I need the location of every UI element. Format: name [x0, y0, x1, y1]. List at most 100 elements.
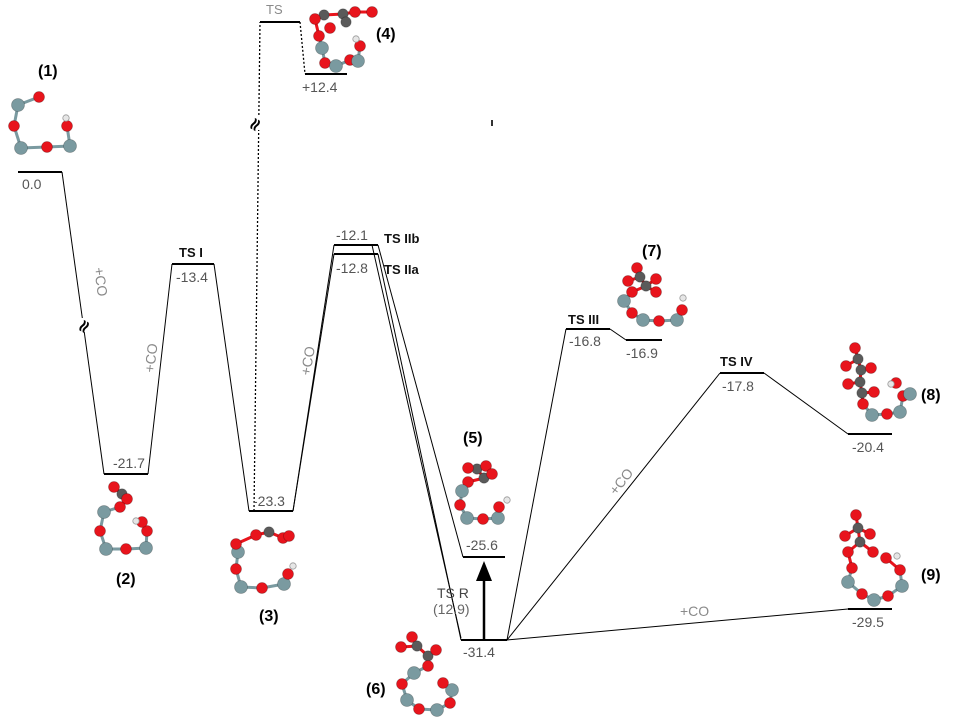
molecule-6-atom-o	[413, 703, 425, 715]
molecule-6-atom-o	[437, 677, 449, 689]
molecule-8-atom-o	[868, 386, 880, 398]
value-ts-iib: -12.1	[336, 227, 368, 243]
molecule-5-atom-si	[460, 511, 474, 525]
molecule-9-atom-o	[856, 588, 868, 600]
molecule-9-atom-c	[854, 536, 866, 548]
molecule-4-atom-c	[340, 16, 352, 28]
molecule-3-atom-c	[263, 526, 275, 538]
path-6-tsiii	[506, 328, 567, 641]
molecule-1-atom-si	[14, 141, 28, 155]
break-mark-bg-2	[246, 116, 264, 130]
molecule-1	[8, 91, 77, 155]
value-ts-iii: -16.8	[569, 333, 601, 349]
value-1: 0.0	[22, 176, 42, 192]
path-tsiib-5	[377, 244, 464, 558]
molecule-5-atom-si	[455, 484, 469, 498]
value-8: -20.4	[852, 439, 884, 455]
molecule-9-atom-o	[882, 590, 894, 602]
value-3: -23.3	[253, 493, 285, 509]
molecule-4-atom-si	[351, 54, 365, 68]
molecule-3-atom-o	[230, 563, 242, 575]
molecule-3	[230, 526, 297, 594]
value-ts-iv: -17.8	[722, 378, 754, 394]
molecule-5-atom-o	[486, 468, 498, 480]
value-2: -21.7	[113, 455, 145, 471]
molecule-4-atom-o	[354, 40, 366, 52]
molecule-4-atom-o	[366, 6, 378, 18]
molecule-6-atom-o	[396, 678, 408, 690]
molecule-8-atom-si	[903, 387, 917, 401]
co-label-2: +CO	[141, 342, 160, 373]
molecule-1-atom-o	[33, 91, 45, 103]
molecule-6-atom-o	[430, 644, 442, 656]
molecule-5	[454, 460, 511, 525]
molecule-7-atom-o	[676, 304, 688, 316]
molecule-4	[309, 6, 378, 73]
species-label-7: (7)	[642, 243, 662, 260]
molecule-4-atom-o	[313, 30, 325, 42]
molecule-8	[840, 342, 917, 422]
molecule-7-atom-o	[622, 275, 634, 287]
molecule-4-atom-si	[329, 59, 343, 73]
molecule-2-atom-o	[114, 501, 126, 513]
molecule-2-atom-si	[97, 505, 111, 519]
molecule-6-atom-o	[406, 631, 418, 643]
molecule-1-atom-si	[63, 139, 77, 153]
value-5: -25.6	[466, 537, 498, 553]
molecule-9-atom-o	[839, 530, 851, 542]
molecule-2-atom-si	[99, 542, 113, 556]
path-2-tsi	[147, 263, 173, 475]
molecule-9-atom-si	[867, 593, 881, 607]
molecule-6	[395, 631, 459, 717]
molecule-8-atom-si	[865, 408, 879, 422]
molecule-3-atom-o	[230, 538, 242, 550]
molecule-7-atom-si	[617, 294, 631, 308]
molecule-7-atom-h	[679, 294, 687, 302]
dotted-ts-4	[299, 21, 306, 75]
species-label-2: (2)	[116, 571, 136, 588]
species-label-5: (5)	[463, 430, 483, 447]
co-label-1: +CO	[91, 266, 111, 297]
molecule-2-atom-o	[94, 525, 106, 537]
molecule-7	[617, 262, 688, 327]
molecule-4-atom-si	[315, 41, 329, 55]
label-ts-i: TS I	[179, 245, 203, 260]
break-mark-bg-1	[75, 318, 93, 332]
molecule-7-atom-c	[640, 280, 652, 292]
molecule-8-atom-si	[893, 405, 907, 419]
molecule-1-atom-h	[62, 114, 70, 122]
molecule-4-atom-o	[349, 6, 361, 18]
molecule-7-atom-o	[626, 286, 638, 298]
co-label-4: +CO	[606, 465, 637, 498]
label-ts: TS	[266, 2, 283, 17]
molecule-5-atom-o	[462, 462, 474, 474]
label-ts-iib: TS IIb	[384, 231, 419, 246]
molecule-8-atom-h	[887, 380, 895, 388]
molecule-6-atom-si	[400, 693, 414, 707]
molecule-3-atom-o	[282, 568, 294, 580]
molecule-5-atom-o	[493, 501, 505, 513]
label-ts-iii: TS III	[568, 312, 599, 327]
molecule-8-atom-o	[881, 408, 893, 420]
molecule-4-atom-o	[319, 57, 331, 69]
ts-r-arrowhead	[476, 561, 492, 581]
label-ts-iia: TS IIa	[384, 262, 419, 277]
species-label-8: (8)	[921, 387, 941, 404]
molecule-2-atom-o	[121, 493, 133, 505]
molecule-8-atom-c	[854, 376, 866, 388]
molecule-2-atom-h	[132, 517, 140, 525]
molecule-5-atom-o	[462, 476, 474, 488]
value-ts-i: -13.4	[176, 269, 208, 285]
path-tsiib-6	[371, 244, 462, 639]
co-label-5: +CO	[680, 603, 709, 619]
molecule-6-atom-si	[430, 703, 444, 717]
molecule-2-atom-o	[141, 525, 153, 537]
molecule-9-atom-h	[893, 552, 901, 560]
molecule-2-atom-si	[139, 541, 153, 555]
molecule-7-atom-o	[650, 273, 662, 285]
molecule-8-atom-o	[842, 378, 854, 390]
label-ts-iv: TS IV	[720, 354, 753, 369]
molecule-2-atom-o	[108, 481, 120, 493]
molecule-3-atom-o	[283, 530, 295, 542]
